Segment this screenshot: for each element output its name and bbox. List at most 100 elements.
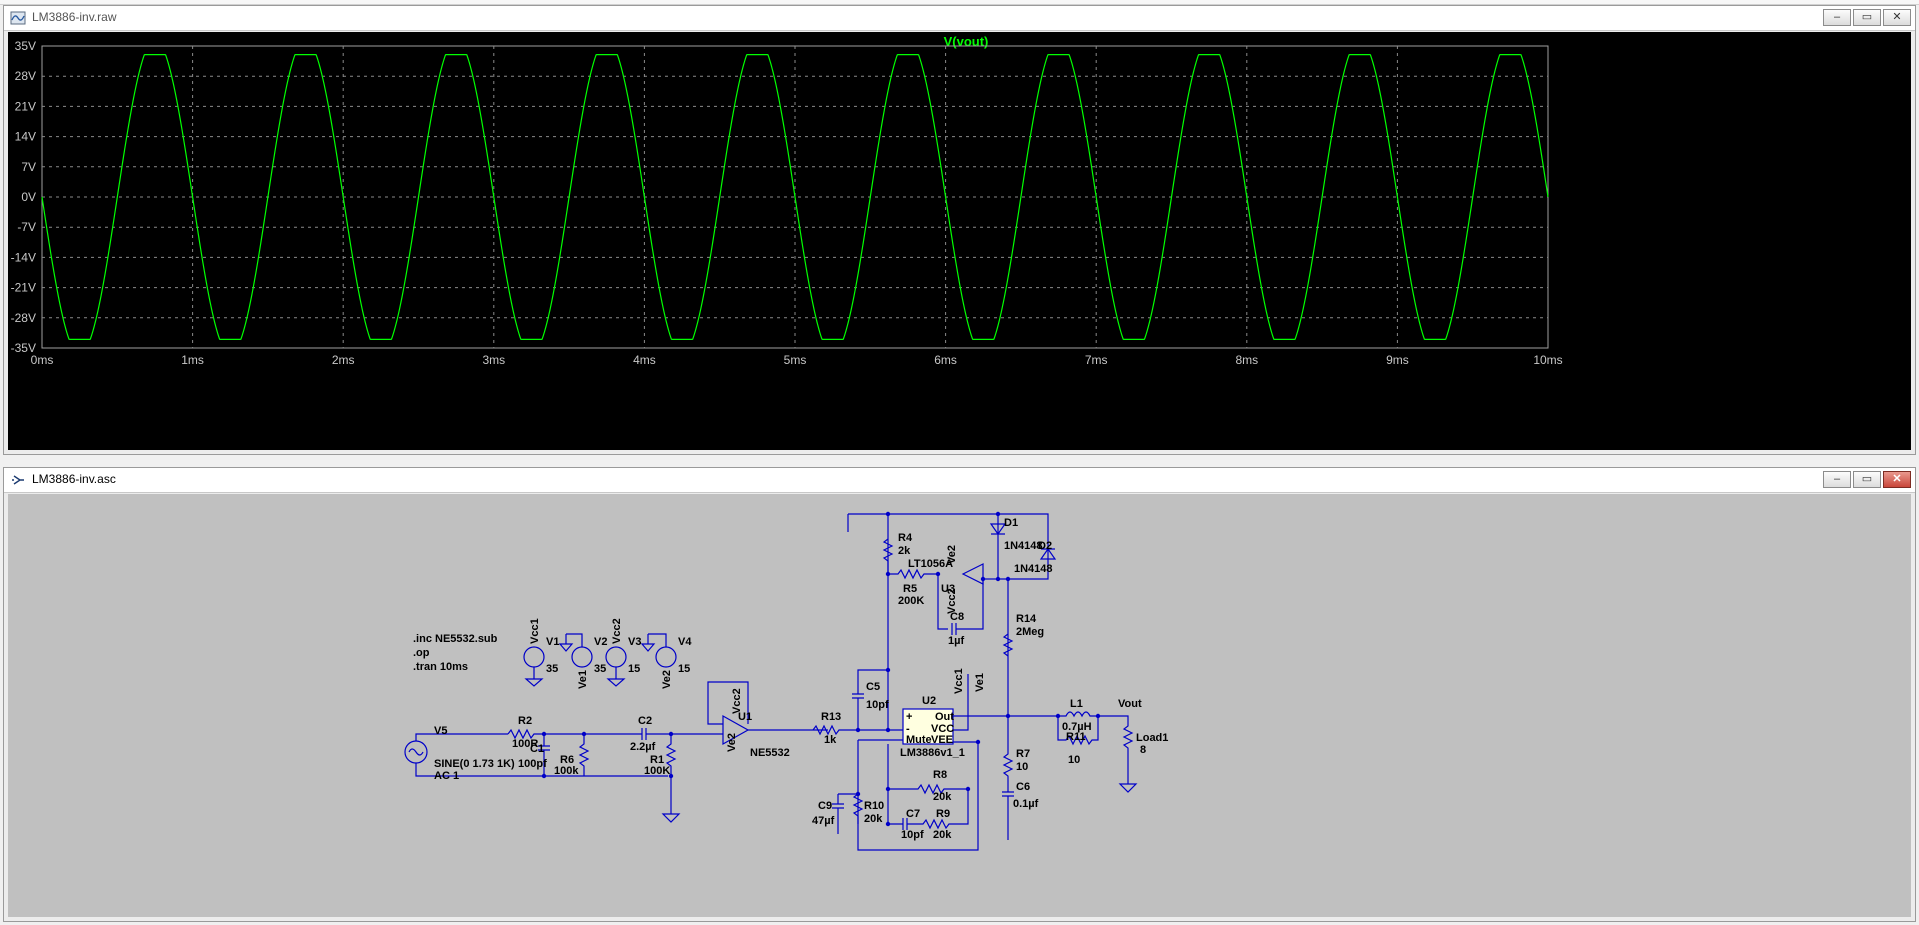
ve2-net-label-u3: Ve2 [946, 545, 958, 564]
r5-value: 200K [898, 595, 924, 607]
ve2-net-label-v4: Ve2 [661, 670, 673, 689]
x-tick-label: 8ms [1235, 353, 1258, 367]
c9-value: 47µf [812, 815, 835, 827]
r13-value: 1k [824, 734, 837, 746]
r11-value: 10 [1068, 754, 1080, 766]
minimize-button[interactable]: – [1823, 471, 1851, 488]
waveform-app-icon [10, 11, 26, 25]
y-tick-label: -35V [11, 341, 36, 355]
close-button[interactable]: ✕ [1883, 9, 1911, 26]
close-button[interactable]: ✕ [1883, 471, 1911, 488]
vcc1-net-label-v1: Vcc1 [529, 618, 541, 644]
waveform-window-title: LM3886-inv.raw [32, 10, 117, 24]
load1-resistor[interactable] [1098, 715, 1134, 784]
c9-label: C9 [818, 800, 832, 812]
c5-capacitor[interactable] [852, 669, 888, 730]
c5-value: 10pf [866, 699, 889, 711]
u2-lm3886[interactable] [902, 708, 954, 745]
v4-source[interactable] [655, 646, 677, 668]
y-tick-label: 35V [15, 39, 36, 53]
c1-capacitor[interactable] [538, 734, 550, 776]
r8-resistor[interactable] [888, 783, 968, 795]
v5-value: SINE(0 1.73 1K) [434, 758, 515, 770]
ve1-net-label: Ve1 [974, 673, 986, 692]
r7-c6-network[interactable] [1002, 716, 1014, 840]
r14-label: R14 [1016, 613, 1037, 625]
r9-c7-network[interactable] [888, 789, 969, 830]
x-tick-label: 6ms [934, 353, 957, 367]
schematic-titlebar[interactable]: LM3886-inv.asc – ▭ ✕ [4, 468, 1915, 493]
vcc1-net-label: Vcc1 [953, 668, 965, 694]
l1-inductor[interactable] [1058, 711, 1098, 718]
u3-lt1056a[interactable] [961, 563, 984, 585]
waveform-plot[interactable]: V(vout) 35V28V21V14V7V0V-7V-14V-21V-28V-… [8, 32, 1911, 450]
d1-diode[interactable] [989, 523, 1007, 536]
trace-title[interactable]: V(vout) [944, 34, 989, 49]
y-tick-label: 0V [21, 190, 36, 204]
c7-value: 10pf [901, 829, 924, 841]
r6-resistor[interactable] [578, 734, 590, 776]
directive-op[interactable]: .op [413, 647, 430, 659]
vout-net-label[interactable]: Vout [1118, 698, 1142, 710]
r5-c8-network[interactable] [888, 568, 984, 635]
r1-label: R1 [650, 754, 664, 766]
u2-pin-plus: + [906, 711, 912, 723]
c2-capacitor[interactable] [636, 728, 718, 740]
r6-value: 100k [554, 765, 579, 777]
directive-inc[interactable]: .inc NE5532.sub [413, 633, 498, 645]
waveform-titlebar[interactable]: LM3886-inv.raw – ▭ ✕ [4, 6, 1915, 31]
schematic-window[interactable]: LM3886-inv.asc – ▭ ✕ [3, 467, 1916, 922]
r10-resistor[interactable] [852, 793, 864, 824]
c9-capacitor[interactable] [832, 793, 858, 834]
r10-label: R10 [864, 800, 884, 812]
r8-label: R8 [933, 769, 947, 781]
v2-source[interactable] [571, 646, 593, 668]
vcc2-net-label-v3: Vcc2 [611, 618, 623, 644]
load1-label: Load1 [1136, 732, 1168, 744]
r4-value: 2k [898, 545, 911, 557]
r4-label: R4 [898, 532, 913, 544]
r14-resistor[interactable] [1002, 579, 1014, 716]
ground-symbol [1118, 783, 1138, 793]
x-tick-label: 3ms [482, 353, 505, 367]
r5-label: R5 [903, 583, 917, 595]
r2-resistor[interactable] [507, 728, 588, 740]
u2-pin-vee: VEE [931, 734, 953, 746]
u2-pin-minus: - [906, 723, 910, 735]
u1-opamp[interactable] [722, 714, 750, 746]
r2-value: 100R [512, 738, 538, 750]
load1-value: 8 [1140, 744, 1146, 756]
directive-tran[interactable]: .tran 10ms [413, 661, 468, 673]
r13-resistor[interactable] [812, 724, 888, 736]
x-tick-label: 10ms [1533, 353, 1562, 367]
d2-diode[interactable] [1039, 547, 1057, 560]
vcc2-net-label-u1: Vcc2 [731, 688, 743, 714]
c2-value: 2.2µf [630, 741, 656, 753]
v1-source[interactable] [523, 646, 545, 668]
x-tick-label: 4ms [633, 353, 656, 367]
x-tick-label: 9ms [1386, 353, 1409, 367]
r10-value: 20k [864, 813, 883, 825]
schematic-window-title: LM3886-inv.asc [32, 472, 116, 486]
v4-label: V4 [678, 636, 692, 648]
maximize-button[interactable]: ▭ [1853, 471, 1881, 488]
d2-label: D2 [1038, 540, 1052, 552]
y-tick-label: -28V [11, 311, 36, 325]
r11-resistor[interactable] [1057, 716, 1099, 746]
r4-resistor[interactable] [882, 538, 894, 574]
trace-v-vout[interactable] [41, 54, 1549, 340]
y-tick-label: 7V [21, 160, 36, 174]
v1-value: 35 [546, 663, 558, 675]
r1-resistor[interactable] [665, 734, 677, 776]
schematic-drawing[interactable]: .inc NE5532.sub .op .tran 10ms V1 35 V2 … [8, 494, 1911, 917]
v3-label: V3 [628, 636, 641, 648]
d2-value: 1N4148 [1014, 563, 1053, 575]
maximize-button[interactable]: ▭ [1853, 9, 1881, 26]
schematic-canvas[interactable]: .inc NE5532.sub .op .tran 10ms V1 35 V2 … [8, 494, 1911, 917]
desktop-top-strip [0, 0, 1919, 5]
v3-source[interactable] [605, 646, 627, 668]
c1-value: 100pf [518, 758, 547, 770]
minimize-button[interactable]: – [1823, 9, 1851, 26]
